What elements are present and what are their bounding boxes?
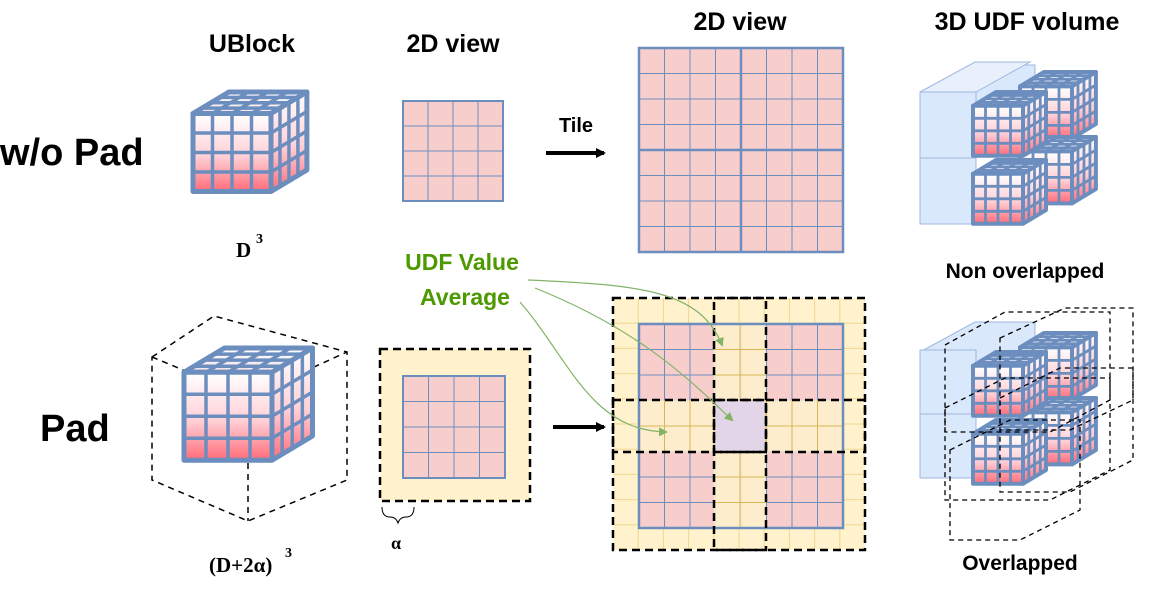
cube-grid-line xyxy=(1071,174,1097,192)
padding-outline xyxy=(151,315,348,522)
padded-tiled-2d-view xyxy=(611,296,867,552)
tile-boundary-dashed xyxy=(712,296,867,454)
row-label-pad: Pad xyxy=(40,408,110,450)
cube-grid-line xyxy=(271,412,314,440)
volume-side-block xyxy=(919,413,977,479)
tile-boundary-dashed xyxy=(611,296,768,454)
caption-non-overlapped: Non overlapped xyxy=(946,260,1105,283)
caption-overlapped: Overlapped xyxy=(962,552,1078,575)
overlap-center-cell xyxy=(713,399,767,453)
header-2d-view: 2D view xyxy=(406,30,500,58)
udf-volume-overlapped xyxy=(919,307,1134,541)
size-label-exponent: 3 xyxy=(256,232,263,247)
tiled-2d-view xyxy=(637,46,845,254)
cube-grid-line xyxy=(271,390,314,418)
cube-grid-line xyxy=(1071,422,1097,440)
tile-boundary-dashed xyxy=(712,398,867,552)
cube-grid-line xyxy=(1022,115,1047,133)
cube-grid-line xyxy=(1022,388,1047,405)
padded-2d-view-block xyxy=(378,347,532,503)
cube-grid-line xyxy=(1009,158,1035,176)
cube-grid-line xyxy=(249,346,292,374)
annotation-arrow-2 xyxy=(534,287,734,422)
cube-grid-line xyxy=(1071,109,1097,127)
cube-grid-line xyxy=(1058,396,1084,414)
cube-grid-line xyxy=(1071,370,1097,388)
udf-volume-non-overlapped xyxy=(919,61,1098,226)
volume-side-block xyxy=(919,91,977,159)
cube-grid-line xyxy=(1022,375,1047,393)
header-2d-view-tiled: 2D view xyxy=(693,8,787,36)
volume-top-block xyxy=(919,61,1032,93)
cube-grid-line xyxy=(1009,350,1035,368)
alpha-label: α xyxy=(391,533,401,553)
cube-grid-line xyxy=(231,90,269,116)
cube-grid-line xyxy=(1071,435,1097,453)
pad-boundary xyxy=(378,347,532,503)
cube-grid-line xyxy=(270,148,308,174)
annotation-arrow-1 xyxy=(527,279,724,347)
cube-grid-line xyxy=(1022,456,1047,473)
volume-side-block xyxy=(919,349,977,415)
cube-grid-line xyxy=(1071,96,1097,114)
cube-grid-line xyxy=(1022,443,1047,461)
tile-boundary-dashed xyxy=(611,398,768,552)
annotation-average: Average xyxy=(420,284,510,310)
overlap-boundary-dashed xyxy=(999,367,1134,493)
cube-grid-line xyxy=(1022,196,1047,213)
cube-grid-line xyxy=(1009,90,1035,108)
alpha-brace xyxy=(381,506,415,525)
header-3d-udf-volume: 3D UDF volume xyxy=(935,8,1120,36)
annotation-arrow-3 xyxy=(519,301,668,437)
cube-grid-line xyxy=(1071,161,1097,179)
padded-tiled-border xyxy=(637,322,845,530)
row-label-no-pad: w/o Pad xyxy=(0,132,144,174)
overlap-boundary-dashed xyxy=(944,377,1111,501)
cube-grid-line xyxy=(1071,357,1097,375)
size-label-d-plus-2alpha: (D+2α) xyxy=(209,553,272,577)
padded-ublock-cube xyxy=(151,315,348,522)
cube-grid-line xyxy=(1022,128,1047,145)
overlap-boundary-dashed xyxy=(949,419,1081,541)
cube-grid-line xyxy=(270,129,308,155)
size-label-pad-exponent: 3 xyxy=(285,546,292,561)
annotation-udf-value: UDF Value xyxy=(405,249,519,275)
cube-grid-line xyxy=(1009,418,1035,436)
header-ublock: UBlock xyxy=(209,30,295,58)
block-border xyxy=(402,100,504,202)
tile-label: Tile xyxy=(559,115,593,137)
cube-grid-line xyxy=(1058,135,1084,153)
2d-view-block xyxy=(402,100,504,202)
volume-side-block xyxy=(919,157,977,225)
cube-grid-line xyxy=(1058,70,1084,88)
cube-grid-line xyxy=(1022,183,1047,201)
size-label-d: D xyxy=(236,238,251,262)
cube-grid-line xyxy=(250,90,289,116)
cube-grid-line xyxy=(227,346,270,374)
ublock-cube xyxy=(190,89,310,195)
padded-block-border xyxy=(402,375,506,479)
cube-grid-line xyxy=(1058,331,1084,349)
